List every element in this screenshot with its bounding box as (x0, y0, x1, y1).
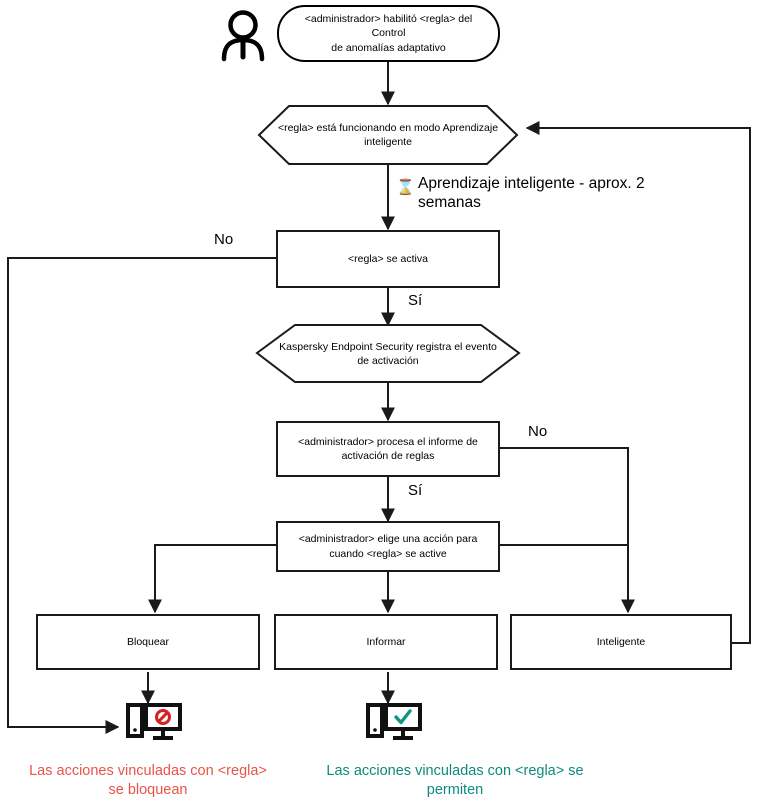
node-admin-processes-report[interactable]: <administrador> procesa el informe de ac… (276, 421, 500, 477)
caption-actions-allowed-line2: permiten (426, 781, 484, 798)
caption-actions-allowed-line1: Las acciones vinculadas con <regla> se (326, 763, 584, 779)
node-admin-processes-line2: activación de reglas (341, 450, 435, 462)
note-learning-duration-line2: semanas (418, 194, 481, 212)
computer-allowed-icon (366, 703, 422, 740)
node-action-inform-label: Informar (366, 635, 406, 648)
node-action-smart[interactable]: Inteligente (510, 614, 732, 670)
node-rule-triggers-line1: <regla> se activa (348, 252, 428, 265)
connector-smart-loop-back (525, 121, 751, 644)
caption-actions-allowed: Las acciones vinculadas con <regla> se p… (300, 762, 610, 800)
edge-label-report-no: No (528, 423, 548, 440)
hourglass-icon: ⌛ (396, 179, 415, 196)
caption-actions-blocked: Las acciones vinculadas con <regla> se b… (8, 762, 288, 800)
node-admin-chooses-line2: cuando <regla> se active (329, 547, 447, 560)
note-learning-duration: Aprendizaje inteligente - aprox. 2 seman… (418, 174, 708, 213)
connector-choose-to-smart (500, 544, 635, 614)
node-action-block[interactable]: Bloquear (36, 614, 260, 670)
node-admin-processes-line1: <administrador> procesa el informe de (298, 435, 478, 448)
node-rule-triggers[interactable]: <regla> se activa (276, 230, 500, 288)
user-actor-icon (221, 10, 265, 62)
edge-label-report-yes: Sí (408, 482, 423, 499)
node-action-inform[interactable]: Informar (274, 614, 498, 670)
hexagon-smart-learning-shape (257, 105, 519, 165)
caption-actions-blocked-line2: se bloquean (108, 781, 188, 798)
node-start-admin-enabled-rule[interactable]: <administrador> habilitó <regla> del Con… (277, 5, 500, 62)
node-start-line1: <administrador> habilitó <regla> del Con… (304, 13, 473, 40)
edge-label-trigger-yes: Sí (408, 292, 423, 309)
connector-trigger-no (7, 257, 276, 734)
node-action-block-label: Bloquear (126, 635, 170, 648)
note-learning-duration-line1: Aprendizaje inteligente - aprox. 2 (418, 175, 645, 192)
caption-actions-blocked-line1: Las acciones vinculadas con <regla> (29, 763, 267, 779)
connector-choose-to-block (148, 544, 276, 614)
node-admin-chooses-line1: <administrador> elige una acción para (298, 533, 478, 546)
node-action-smart-label: Inteligente (596, 635, 646, 648)
node-start-line2: de anomalías adaptativo (331, 41, 446, 54)
node-admin-chooses-action[interactable]: <administrador> elige una acción para cu… (276, 521, 500, 572)
edge-label-trigger-no: No (214, 231, 234, 248)
hexagon-kes-log-shape (255, 324, 521, 383)
connector-report-no (500, 447, 629, 545)
computer-blocked-icon (126, 703, 182, 740)
